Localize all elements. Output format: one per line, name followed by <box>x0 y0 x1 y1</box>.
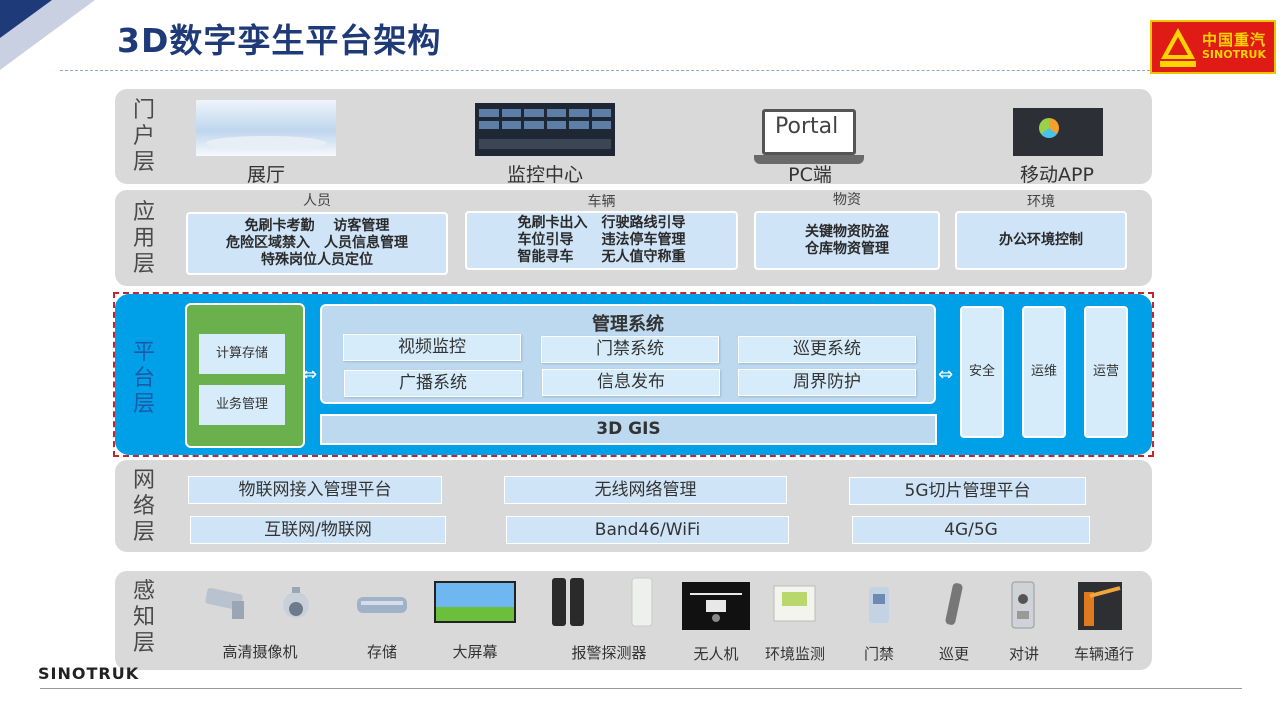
compute-business-panel: 计算存储 业务管理 <box>185 303 305 448</box>
app-category: 环境 <box>1027 194 1055 210</box>
layer-name-portal: 门户层 <box>132 98 155 175</box>
app-group-personnel: 免刷卡考勤 访客管理 危险区域禁入 人员信息管理 特殊岗位人员定位 <box>186 212 448 275</box>
logo-emblem-icon <box>1158 25 1198 69</box>
app-line: 危险区域禁入 人员信息管理 <box>226 235 408 251</box>
module-box: 信息发布 <box>542 369 720 396</box>
portal-item-label: 移动APP <box>1020 164 1094 186</box>
network-box: 物联网接入管理平台 <box>188 476 442 504</box>
app-line: 免刷卡出入 行驶路线引导 <box>517 215 686 231</box>
device-label: 对讲 <box>1008 645 1039 663</box>
side-box-management: 运营 <box>1084 306 1128 438</box>
app-line: 免刷卡考勤 访客管理 <box>244 218 390 234</box>
network-box: 5G切片管理平台 <box>849 477 1086 505</box>
layer-name-application: 应用层 <box>132 200 155 277</box>
access-control-icon <box>866 586 892 624</box>
app-line: 车位引导 违法停车管理 <box>517 232 686 248</box>
app-group-environment: 办公环境控制 <box>955 211 1127 270</box>
app-line: 办公环境控制 <box>999 232 1083 248</box>
layer-name-platform: 平台层 <box>132 340 155 417</box>
patrol-icon <box>941 581 967 627</box>
module-box: 巡更系统 <box>738 336 916 363</box>
module-box: 门禁系统 <box>541 336 719 363</box>
device-label: 无人机 <box>693 645 739 663</box>
header-decoration-dark <box>0 0 52 38</box>
layer-name-sensing: 感知层 <box>132 579 155 656</box>
app-group-vehicle: 免刷卡出入 行驶路线引导 车位引导 违法停车管理 智能寻车 无人值守称重 <box>465 211 738 270</box>
exhibition-hall-image <box>196 100 336 156</box>
module-box: 周界防护 <box>738 369 916 396</box>
management-system-title: 管理系统 <box>592 314 664 335</box>
device-label: 大屏幕 <box>452 643 498 661</box>
device-label: 环境监测 <box>764 645 825 663</box>
bidirectional-arrow-icon: ⇔ <box>938 364 954 385</box>
app-category: 车辆 <box>587 194 616 210</box>
device-label: 门禁 <box>863 645 894 663</box>
mobile-app-image <box>1013 108 1103 156</box>
compute-storage-box: 计算存储 <box>199 334 285 374</box>
app-line: 仓库物资管理 <box>805 240 889 257</box>
device-label: 报警探测器 <box>571 644 647 662</box>
camera-icon <box>200 585 320 625</box>
header-divider <box>60 70 1150 71</box>
environment-monitor-icon <box>773 585 816 622</box>
app-category: 物资 <box>833 192 861 208</box>
alarm-detector-icon <box>550 576 660 628</box>
app-group-materials: 关键物资防盗 仓库物资管理 <box>754 211 940 270</box>
page-title: 3D数字孪生平台架构 <box>117 21 442 60</box>
device-label: 存储 <box>366 643 397 661</box>
gis-bar: 3D GIS <box>320 414 937 445</box>
portal-item-label: 展厅 <box>246 164 285 186</box>
module-box: 视频监控 <box>343 334 521 361</box>
storage-icon <box>355 593 410 617</box>
device-label: 巡更 <box>938 645 969 663</box>
logo-en: SINOTRUK <box>1202 48 1267 62</box>
laptop-icon: Portal <box>762 109 856 155</box>
company-logo: 中国重汽 SINOTRUK <box>1150 20 1276 74</box>
device-label: 车辆通行 <box>1073 645 1134 663</box>
intercom-icon <box>1011 581 1035 629</box>
layer-name-network: 网络层 <box>132 468 155 545</box>
device-label: 高清摄像机 <box>222 643 298 661</box>
module-box: 广播系统 <box>344 370 522 397</box>
app-line: 特殊岗位人员定位 <box>261 252 373 268</box>
portal-item-label: 监控中心 <box>506 164 583 186</box>
logo-cn: 中国重汽 <box>1202 31 1267 50</box>
business-management-box: 业务管理 <box>199 385 285 425</box>
app-line: 智能寻车 无人值守称重 <box>517 249 686 265</box>
footer-divider <box>40 688 1242 689</box>
network-box: Band46/WiFi <box>506 516 789 544</box>
drone-icon <box>682 582 750 630</box>
vehicle-barrier-icon <box>1078 582 1122 630</box>
footer-brand: SINOTRUK <box>38 664 140 683</box>
management-system-panel: 管理系统 视频监控 门禁系统 巡更系统 广播系统 信息发布 周界防护 <box>320 304 936 404</box>
network-box: 无线网络管理 <box>504 476 787 504</box>
laptop-base <box>754 155 864 164</box>
monitoring-center-image <box>475 103 615 156</box>
network-box: 互联网/物联网 <box>190 516 446 544</box>
app-category: 人员 <box>303 193 331 209</box>
portal-item-label: PC端 <box>788 164 832 186</box>
side-box-operations: 运维 <box>1022 306 1066 438</box>
side-box-security: 安全 <box>960 306 1004 438</box>
network-box: 4G/5G <box>852 516 1090 544</box>
platform-highlight-border <box>113 292 1154 457</box>
bidirectional-arrow-icon: ⇔ <box>302 364 318 385</box>
big-screen-icon <box>434 581 516 627</box>
app-line: 关键物资防盗 <box>805 223 889 240</box>
